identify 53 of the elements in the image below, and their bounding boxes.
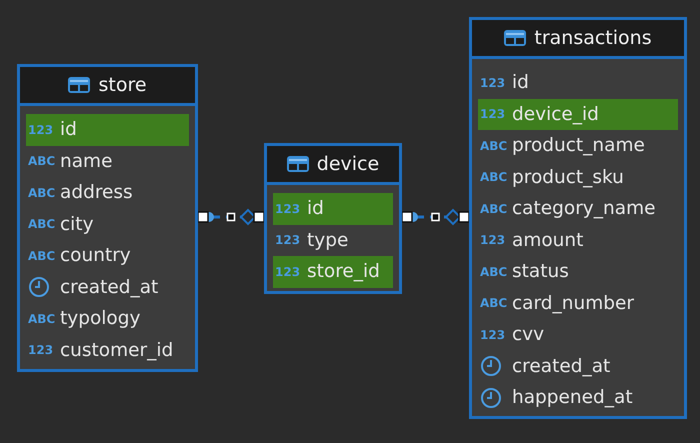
data-type-label: 123 xyxy=(480,107,506,122)
data-type-label: ABC xyxy=(28,217,54,232)
column-name: created_at xyxy=(60,276,158,298)
data-type-label: ABC xyxy=(480,138,506,153)
table-card xyxy=(17,64,198,372)
data-type-label: 123 xyxy=(275,264,301,279)
column-name: name xyxy=(60,150,112,172)
column-name: id xyxy=(307,198,324,220)
column-name: category_name xyxy=(512,198,656,220)
column-name: product_sku xyxy=(512,166,624,188)
relationship-connector xyxy=(198,208,264,226)
column-name: id xyxy=(512,72,529,94)
table-name: store xyxy=(98,74,147,96)
column-name: address xyxy=(60,182,133,204)
column-name: device_id xyxy=(512,104,599,125)
column-name: happened_at xyxy=(512,387,633,408)
column-name: typology xyxy=(60,308,140,330)
column-name: product_name xyxy=(512,135,645,156)
column-name: amount xyxy=(512,230,584,251)
data-type-label: 123 xyxy=(480,76,506,90)
relationship-connector xyxy=(402,208,469,226)
column-name: customer_id xyxy=(60,340,174,361)
data-type-label: 123 xyxy=(28,343,54,358)
column-name: status xyxy=(512,261,569,282)
column-name: country xyxy=(60,245,131,266)
table-name: device xyxy=(316,153,380,175)
table-card xyxy=(264,143,402,294)
column-name: id xyxy=(60,119,77,140)
key-column-row xyxy=(26,114,189,146)
data-type-label: ABC xyxy=(480,202,506,216)
table-name: transactions xyxy=(534,27,652,49)
data-type-label: 123 xyxy=(28,122,54,137)
data-type-label: 123 xyxy=(275,202,301,216)
data-type-label: ABC xyxy=(480,264,506,279)
key-column-row xyxy=(273,193,393,224)
key-column-row xyxy=(273,256,393,288)
data-type-label: 123 xyxy=(480,233,506,248)
data-type-label: ABC xyxy=(480,296,506,310)
data-type-label: ABC xyxy=(28,248,54,263)
data-type-label: 123 xyxy=(480,328,506,342)
data-type-label: ABC xyxy=(28,312,54,326)
column-name: store_id xyxy=(307,261,380,282)
column-name: card_number xyxy=(512,292,634,314)
data-type-label: ABC xyxy=(28,186,54,200)
data-type-label: ABC xyxy=(28,154,54,168)
key-column-row xyxy=(478,98,678,130)
column-name: type xyxy=(307,230,348,251)
data-type-label: 123 xyxy=(275,233,301,248)
table-card xyxy=(469,17,687,419)
column-name: cvv xyxy=(512,324,544,346)
data-type-label: ABC xyxy=(480,170,506,184)
column-name: city xyxy=(60,214,94,235)
column-name: created_at xyxy=(512,356,610,377)
